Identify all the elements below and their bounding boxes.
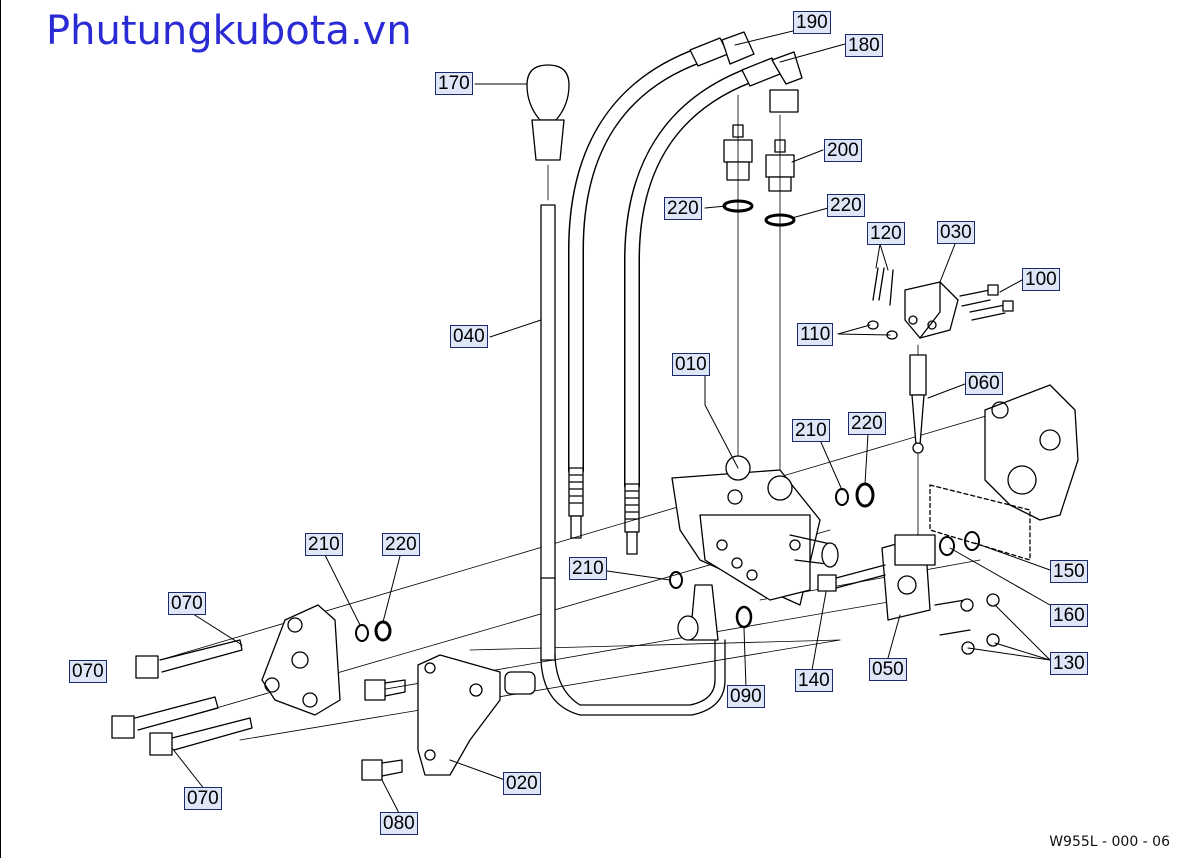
callout-080: 080 xyxy=(380,812,418,835)
callout-010: 010 xyxy=(672,353,710,376)
callout-210-left: 210 xyxy=(305,533,343,556)
frame-border xyxy=(0,0,1,858)
drawing-code: W955L - 000 - 06 xyxy=(1049,834,1170,850)
bolts-080 xyxy=(361,679,406,781)
bolts-100 xyxy=(959,284,1014,321)
callout-180: 180 xyxy=(845,34,883,57)
callout-100: 100 xyxy=(1022,268,1060,291)
callout-220-left: 220 xyxy=(664,197,702,220)
hose-right xyxy=(624,67,758,493)
knob-170 xyxy=(526,64,570,161)
circlip-090 xyxy=(677,584,753,641)
callout-130: 130 xyxy=(1050,652,1088,675)
pin-060 xyxy=(909,354,927,454)
callout-160: 160 xyxy=(1050,604,1088,627)
o-rings-220-top xyxy=(722,199,796,227)
callout-070-top: 070 xyxy=(168,592,206,615)
callout-090: 090 xyxy=(727,685,765,708)
bracket-050 xyxy=(881,534,936,621)
adapters-200 xyxy=(723,124,795,192)
callout-210-middle: 210 xyxy=(792,419,830,442)
hose-left xyxy=(568,47,708,478)
o-rings-left xyxy=(355,620,392,642)
leader-lines xyxy=(171,21,1051,816)
plate-020 xyxy=(417,654,536,776)
callout-020: 020 xyxy=(503,772,541,795)
callout-200: 200 xyxy=(824,139,862,162)
brand-watermark: Phutungkubota.vn xyxy=(46,8,412,54)
callout-170: 170 xyxy=(435,72,473,95)
center-lines xyxy=(159,94,1041,741)
callout-190: 190 xyxy=(793,11,831,34)
callout-070-bottom: 070 xyxy=(184,787,222,810)
transmission-housing xyxy=(929,384,1079,561)
callout-140: 140 xyxy=(795,669,833,692)
callout-220-right: 220 xyxy=(827,194,865,217)
cotter-pins-120 xyxy=(867,267,898,340)
bolts-070 xyxy=(111,639,253,756)
callout-070-middle: 070 xyxy=(69,660,107,683)
elbow-fittings xyxy=(689,31,803,113)
callout-220-middle: 220 xyxy=(848,412,886,435)
callout-110: 110 xyxy=(797,323,834,346)
hose-ferrules xyxy=(568,467,640,555)
callout-050: 050 xyxy=(869,658,907,681)
callout-120: 120 xyxy=(867,222,905,245)
callout-040: 040 xyxy=(450,325,488,348)
cover-030 xyxy=(904,281,959,339)
callout-220-left-bottom: 220 xyxy=(382,533,420,556)
callout-210-lower: 210 xyxy=(569,557,607,580)
lever-rod-040 xyxy=(540,204,726,716)
callout-150: 150 xyxy=(1050,560,1088,583)
valve-body-010 xyxy=(671,455,839,606)
linkage-bracket xyxy=(261,604,341,716)
bolt-140 xyxy=(817,564,886,592)
screws-130 xyxy=(934,593,1000,655)
callout-030: 030 xyxy=(937,221,975,244)
callout-060: 060 xyxy=(965,372,1003,395)
